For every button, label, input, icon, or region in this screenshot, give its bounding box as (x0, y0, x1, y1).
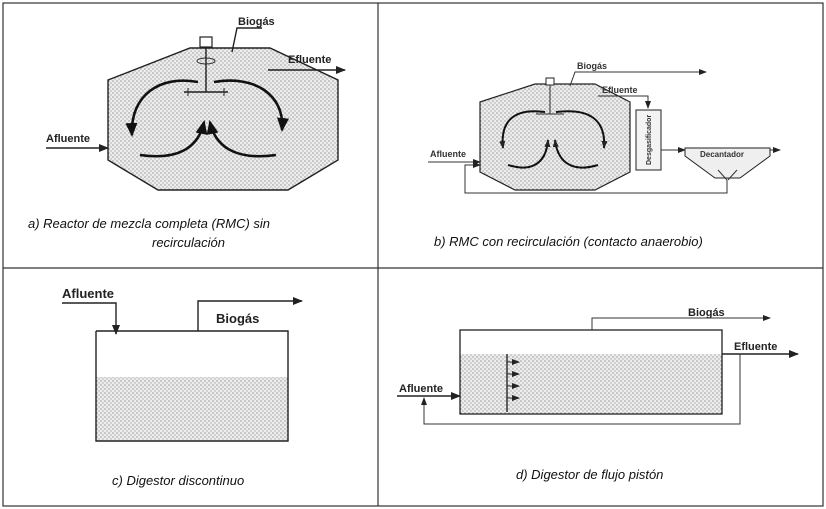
panel-d-plug-flow-digester: Biogás Efluente Afluente d) Digestor de … (397, 307, 799, 482)
degasifier-label: Desgasificador (646, 115, 653, 165)
influent-label-a: Afluente (46, 133, 90, 145)
panel-c-batch-digester: Afluente Biogás c) Digestor discontinuo (62, 286, 303, 488)
caption-c: c) Digestor discontinuo (112, 473, 244, 488)
biogas-label-a: Biogás (238, 16, 275, 28)
biogas-label-d: Biogás (688, 307, 725, 319)
mixer-motor-b (545, 77, 555, 86)
mix-arrow-b4 (552, 139, 599, 169)
influent-label-d: Afluente (399, 383, 443, 395)
mix-arrow-a4 (206, 120, 277, 158)
caption-a-line2: recirculación (152, 235, 225, 250)
effluent-label-a: Efluente (288, 54, 331, 66)
caption-a-line1: a) Reactor de mezcla completa (RMC) sin (28, 216, 270, 231)
effluent-label-d: Efluente (734, 341, 777, 353)
mix-arrow-b3 (507, 139, 551, 169)
mix-arrow-b1 (499, 110, 546, 149)
digester-c-sludge (96, 377, 288, 441)
panel-a-complete-mix-reactor: Biogás Efluente Afluente a) Reactor de m… (28, 16, 346, 250)
degasifier (635, 109, 662, 171)
influent-label-b: Afluente (430, 149, 466, 159)
digester-c-tank (95, 330, 289, 442)
mix-arrow-a3 (139, 120, 208, 158)
mix-arrow-b2 (555, 110, 608, 149)
panel-b-contact-anaerobic: Biogás Efluente Desgasificador Decantado… (428, 61, 781, 249)
mixer-motor-a (199, 36, 213, 48)
caption-b: b) RMC con recirculación (contacto anaer… (434, 234, 703, 249)
mix-arrow-a1 (125, 79, 199, 137)
biogas-label-b: Biogás (577, 61, 607, 71)
decanter (684, 147, 771, 179)
reactor-b-body (479, 83, 631, 191)
caption-d: d) Digestor de flujo pistón (516, 467, 663, 482)
mix-arrow-a2 (213, 79, 289, 132)
effluent-label-b: Efluente (602, 85, 638, 95)
digester-d-tank (459, 329, 723, 415)
biogas-label-c: Biogás (216, 311, 259, 326)
digester-d-sludge (460, 354, 722, 414)
influent-label-c: Afluente (62, 286, 114, 301)
decanter-label: Decantador (700, 150, 744, 159)
